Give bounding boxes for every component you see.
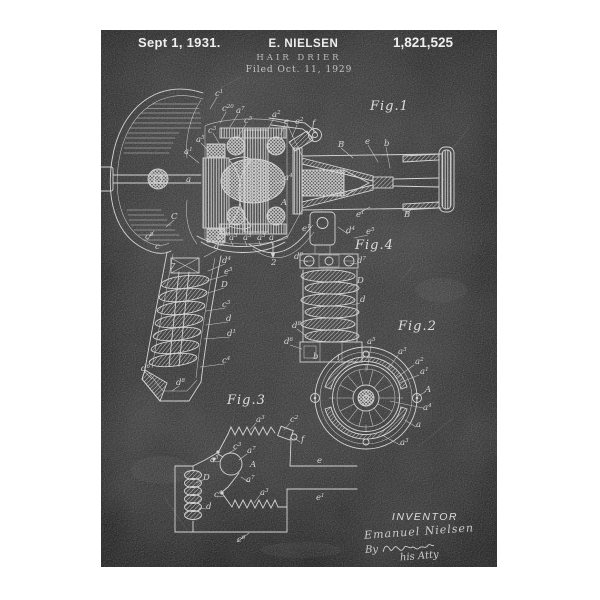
ref-label: a3 [257,233,266,243]
ref-label: c3 [208,126,217,136]
ref-label: d7 [357,256,366,266]
ref-label: d [360,295,366,305]
ref-label: A [280,198,287,208]
ref-label: B [403,210,410,220]
ref-label: a7 [246,475,255,485]
patent-inventor-name: E. NIELSEN [268,38,339,50]
ref-label: c3 [222,300,231,310]
ref-label: D [220,280,228,290]
ref-label: d [226,314,232,324]
fig2-fan-front-view [310,346,422,450]
inventor-caption: INVENTOR [391,511,458,523]
patent-date: Sept 1, 1931. [138,35,221,50]
ref-label: a2 [415,357,424,367]
figure-title: Fig.2 [397,319,437,334]
patent-header: Sept 1, 1931. E. NIELSEN 1,821,525 [101,35,497,50]
ref-label: e5 [366,227,375,237]
ref-label: A [424,385,431,395]
fig3-circuit-diagram [174,425,358,533]
ref-label: c5 [244,116,253,126]
ref-label: d8 [176,378,185,388]
ref-label: b [384,139,389,149]
ref-label: a2 [272,110,281,120]
ref-label: a7 [247,446,256,456]
ref-label: C30 [217,232,231,242]
ref-label: c3 [233,442,242,452]
ref-label: d6 [141,364,150,374]
figure-title: Fig.4 [354,238,394,253]
ref-label: f [311,119,317,129]
ref-label: a3 [400,438,409,448]
ref-label: d6 [284,337,293,347]
ref-label: d9 [294,252,303,262]
ref-label: c8 [145,232,154,242]
ref-label: a3 [256,415,265,425]
attorney-by-label: By [364,543,379,556]
chalk-scratches [131,76,470,558]
ref-label: a5 [367,337,376,347]
ref-label: c1 [215,89,223,99]
fig4-heating-unit-detail [299,211,363,363]
ref-label: a4 [284,173,293,183]
figure-title: Fig.1 [369,99,409,114]
ref-label: e1 [356,210,365,220]
ref-label: A [249,460,256,470]
ref-label: b [313,352,318,362]
ref-label: D [356,276,364,286]
ref-label: e5 [224,267,233,277]
ref-label: d1 [227,329,236,339]
ref-label: d5 [214,242,223,252]
patent-title: HAIR DRIER [256,53,342,63]
fig1-hair-dryer-section [101,88,455,402]
ref-label: d4 [346,226,355,236]
ref-label: e [365,137,370,147]
ref-label: a7 [236,106,245,116]
patent-poster: Sept 1, 1931. E. NIELSEN 1,821,525 HAIR … [101,30,497,567]
ref-label: B [337,140,344,150]
ref-label: a1 [184,147,193,157]
ref-label: a4 [423,403,432,413]
ref-label: a3 [398,347,407,357]
ref-label: d [206,502,212,512]
ref-label: a1 [420,367,429,377]
ref-label: d4 [222,256,231,266]
patent-number: 1,821,525 [392,35,453,50]
ref-label: e1 [302,224,311,234]
figure-title: Fig.3 [226,393,266,408]
ref-label: c4 [222,356,231,366]
ref-label: a3 [260,488,269,498]
ref-label: a5 [210,455,219,465]
ref-label: e1 [316,493,325,503]
attorney-signature-line: By [365,539,436,557]
patent-filed-line: Filed Oct. 11, 1929 [245,65,353,75]
ref-label: C [171,212,178,222]
ref-label: a3 [243,233,252,243]
ref-label: c6 [237,535,246,545]
ref-label: c2 [290,415,299,425]
ref-label: e [284,117,289,127]
attorney-signature-squiggle [382,544,435,552]
ref-label: c [155,242,160,252]
ref-label: c20 [222,104,234,114]
ref-label: a [186,175,191,185]
ref-label: d8 [292,321,301,331]
ref-label: e2 [295,117,304,127]
ref-label: c4 [214,490,223,500]
ref-label: e [317,456,322,466]
reference-leader-lines [144,96,426,543]
ref-label: a [269,233,274,243]
ref-label: f [300,435,306,445]
ref-label: a5 [196,135,205,145]
ref-label: i [337,353,340,363]
ref-label: 2 [270,258,276,268]
ref-label: D [202,473,210,483]
ref-label: a3 [229,233,238,243]
ref-label: 7 [170,262,176,272]
ref-label: a [416,420,421,430]
